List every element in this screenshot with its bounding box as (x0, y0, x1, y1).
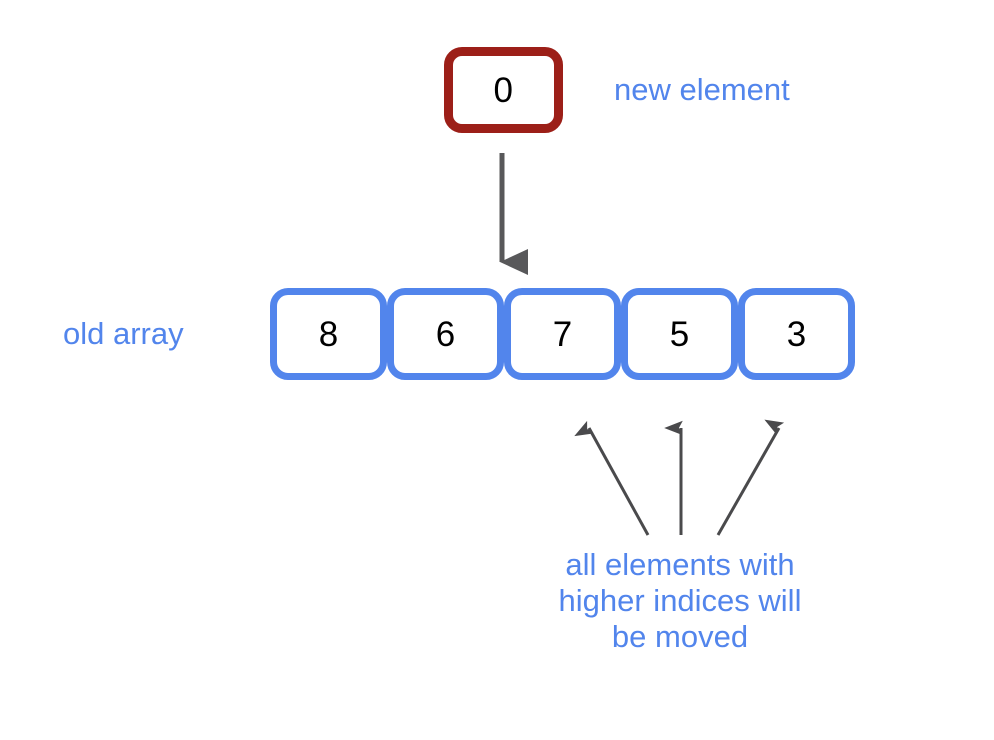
array-cell: 6 (387, 288, 504, 380)
moved-arrow-right (716, 428, 779, 536)
array-cell-value: 7 (552, 314, 573, 354)
moved-elements-caption: all elements with higher indices will be… (494, 547, 866, 655)
caption-line-3: be moved (611, 619, 749, 654)
array-cell: 7 (504, 288, 621, 380)
array-cell-value: 6 (435, 314, 456, 354)
new-element-value: 0 (493, 70, 514, 110)
caption-line-1: all elements with (565, 547, 795, 582)
array-cell-value: 5 (669, 314, 690, 354)
caption-line-2: higher indices will (558, 583, 802, 618)
array-cell-value: 3 (786, 314, 807, 354)
array-cell: 8 (270, 288, 387, 380)
array-cell-value: 8 (318, 314, 339, 354)
new-element-box: 0 (444, 47, 563, 133)
array-cell: 3 (738, 288, 855, 380)
old-array-row: 8 6 7 5 3 (270, 288, 855, 380)
array-cell: 5 (621, 288, 738, 380)
moved-arrow-left (589, 428, 650, 536)
old-array-label: old array (63, 316, 184, 351)
new-element-label: new element (614, 72, 790, 107)
